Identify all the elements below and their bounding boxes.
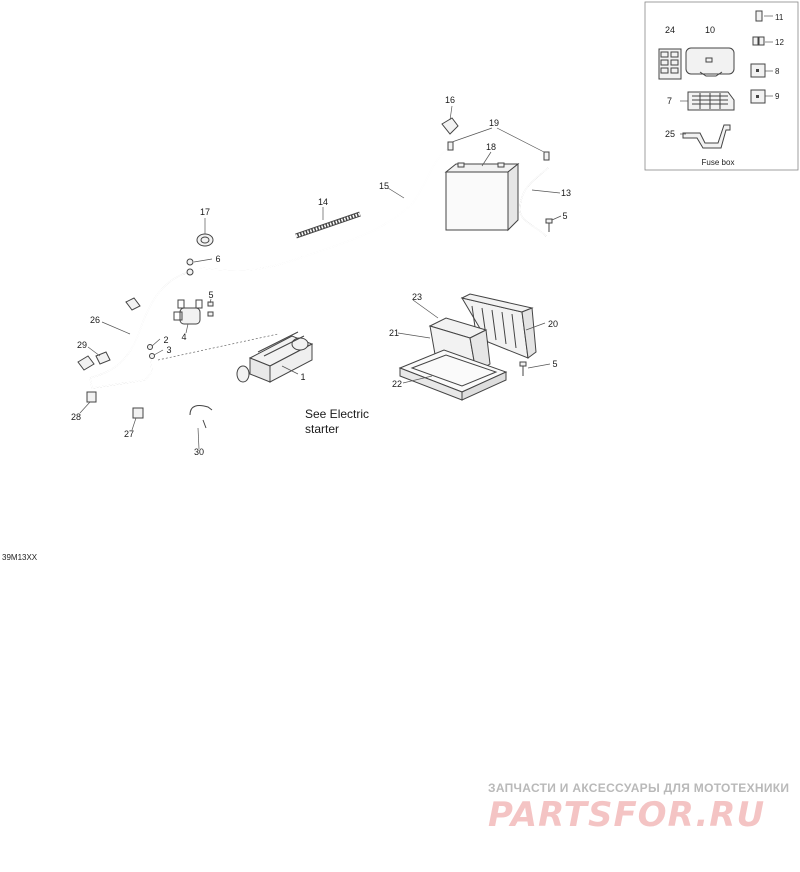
callout-21: 21 (389, 328, 399, 338)
callout-18: 18 (486, 142, 496, 152)
part-1-electric-starter (236, 331, 314, 383)
part-10-fuse-cover (685, 47, 735, 77)
callout-5-a: 5 (562, 211, 567, 221)
see-electric-starter-line1: See Electric (305, 407, 369, 421)
part-25-bracket (682, 124, 731, 149)
callout-20: 20 (548, 319, 558, 329)
part-5-bolt-c (519, 361, 527, 376)
part-6-nuts (186, 258, 194, 276)
callout-24: 24 (665, 25, 675, 35)
callout-6: 6 (215, 254, 220, 264)
callout-4: 4 (181, 332, 186, 342)
callout-10: 10 (705, 25, 715, 35)
callout-19: 19 (489, 118, 499, 128)
callout-5-b: 5 (208, 290, 213, 300)
callout-28: 28 (71, 412, 81, 422)
callout-27: 27 (124, 429, 134, 439)
callouts: 16 19 18 15 13 5 14 17 6 5 4 26 29 2 3 2… (71, 95, 571, 457)
callout-26: 26 (90, 315, 100, 325)
callout-23: 23 (412, 292, 422, 302)
callout-22: 22 (392, 379, 402, 389)
see-electric-starter-line2: starter (305, 422, 339, 436)
part-16-connector (441, 117, 459, 135)
callout-16: 16 (445, 95, 455, 105)
callout-3: 3 (166, 345, 171, 355)
callout-1: 1 (300, 372, 305, 382)
part-27-terminal (132, 407, 144, 419)
part-5-bolt-b (207, 301, 214, 317)
part-18-battery (444, 162, 520, 232)
part-8-relay (750, 63, 766, 78)
part-20-battery-box (460, 293, 537, 359)
part-4-solenoid (173, 299, 203, 325)
part-5-bolt-a (545, 218, 553, 232)
part-29-grommets (77, 297, 141, 371)
fuse-box-caption: Fuse box (702, 158, 735, 167)
part-22-tray (398, 349, 508, 401)
callout-17: 17 (200, 207, 210, 217)
cables (89, 149, 549, 429)
callout-25: 25 (665, 129, 675, 139)
watermark-brand: PARTSFOR.RU (488, 795, 765, 835)
callout-12: 12 (775, 38, 784, 47)
callout-5-c: 5 (552, 359, 557, 369)
callout-30: 30 (194, 447, 204, 457)
callout-9: 9 (775, 92, 780, 101)
watermark-tagline: ЗАПЧАСТИ И АКСЕССУАРЫ ДЛЯ МОТОТЕХНИКИ (488, 781, 789, 795)
callout-14: 14 (318, 197, 328, 207)
part-7-fuse-base (687, 91, 735, 111)
callout-2: 2 (163, 335, 168, 345)
part-9-relay (750, 89, 766, 104)
part-17-clamp (196, 233, 214, 247)
callout-29: 29 (77, 340, 87, 350)
part-28-terminal (86, 391, 97, 403)
fuse-box-inset: 24 10 11 12 8 9 7 25 Fuse box (644, 1, 799, 171)
watermark: ЗАПЧАСТИ И АКСЕССУАРЫ ДЛЯ МОТОТЕХНИКИ PA… (488, 781, 789, 835)
callout-15: 15 (379, 181, 389, 191)
part-12-fuse (752, 36, 765, 46)
leader-lines (79, 105, 562, 450)
part-19-bolts (447, 141, 550, 161)
part-14-conduit (295, 211, 361, 239)
callout-13: 13 (561, 188, 571, 198)
callout-7: 7 (667, 96, 672, 106)
callout-11: 11 (775, 13, 784, 22)
part-24-fuse-panel (658, 48, 682, 80)
part-2-3-washers (147, 344, 155, 359)
part-11-fuse (755, 10, 763, 22)
callout-8: 8 (775, 67, 780, 76)
diagram-code: 39M13XX (2, 553, 38, 562)
